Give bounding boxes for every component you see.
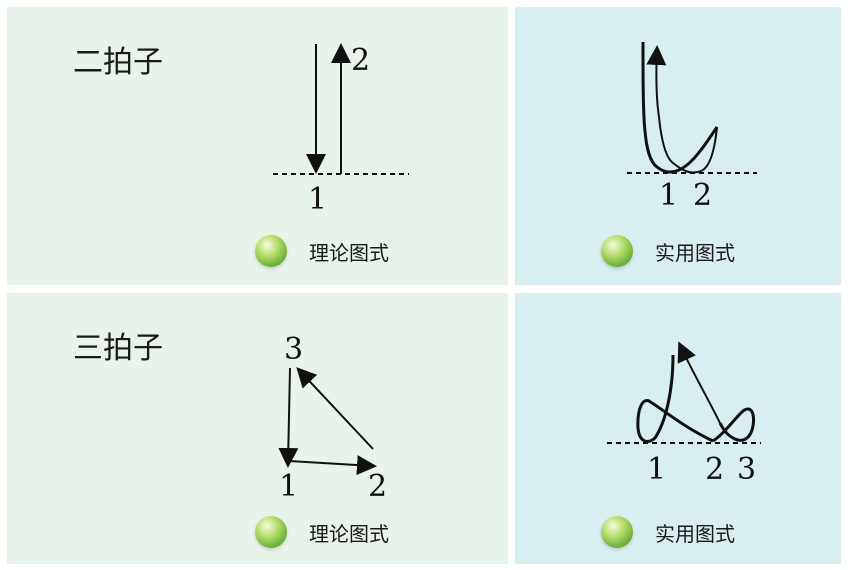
green-ball-icon <box>601 235 633 267</box>
green-ball-icon <box>255 516 287 548</box>
beat-curve-1 <box>643 42 717 172</box>
caption-text: 实用图式 <box>655 237 735 266</box>
beat-label-1: 1 <box>647 452 666 487</box>
green-ball-icon <box>601 516 633 548</box>
duple-practice-caption: 实用图式 <box>601 235 735 267</box>
triple-theory-panel: 三拍子 1 2 3 理论图式 <box>7 293 508 564</box>
duple-theory-panel: 二拍子 1 2 理论图式 <box>7 7 508 285</box>
beat-curve-3 <box>680 345 720 423</box>
beat-label-2: 2 <box>351 43 370 78</box>
beat-curve-2 <box>656 49 717 173</box>
beat-label-2: 2 <box>693 178 712 213</box>
caption-text: 理论图式 <box>309 237 389 266</box>
caption-text: 实用图式 <box>655 518 735 547</box>
triple-practice-panel: 1 2 3 实用图式 <box>515 293 841 564</box>
green-ball-icon <box>255 235 287 267</box>
triple-practice-caption: 实用图式 <box>601 516 735 548</box>
beat-label-3: 3 <box>737 452 756 487</box>
beat-2-arrow <box>289 461 373 466</box>
beat-curve-2 <box>713 409 754 441</box>
beat-label-3: 3 <box>284 332 303 367</box>
beat-label-2: 2 <box>705 452 724 487</box>
beat-1-arrow <box>288 368 290 464</box>
triple-theory-caption: 理论图式 <box>255 516 389 548</box>
duple-theory-caption: 理论图式 <box>255 235 389 267</box>
caption-text: 理论图式 <box>309 518 389 547</box>
duple-practice-panel: 1 2 实用图式 <box>515 7 841 285</box>
beat-label-1: 1 <box>279 469 298 504</box>
beat-label-1: 1 <box>659 178 678 213</box>
beat-label-1: 1 <box>308 182 327 217</box>
beat-label-2: 2 <box>368 469 387 504</box>
beat-curve-1 <box>638 355 713 441</box>
beat-3-arrow <box>299 370 373 449</box>
